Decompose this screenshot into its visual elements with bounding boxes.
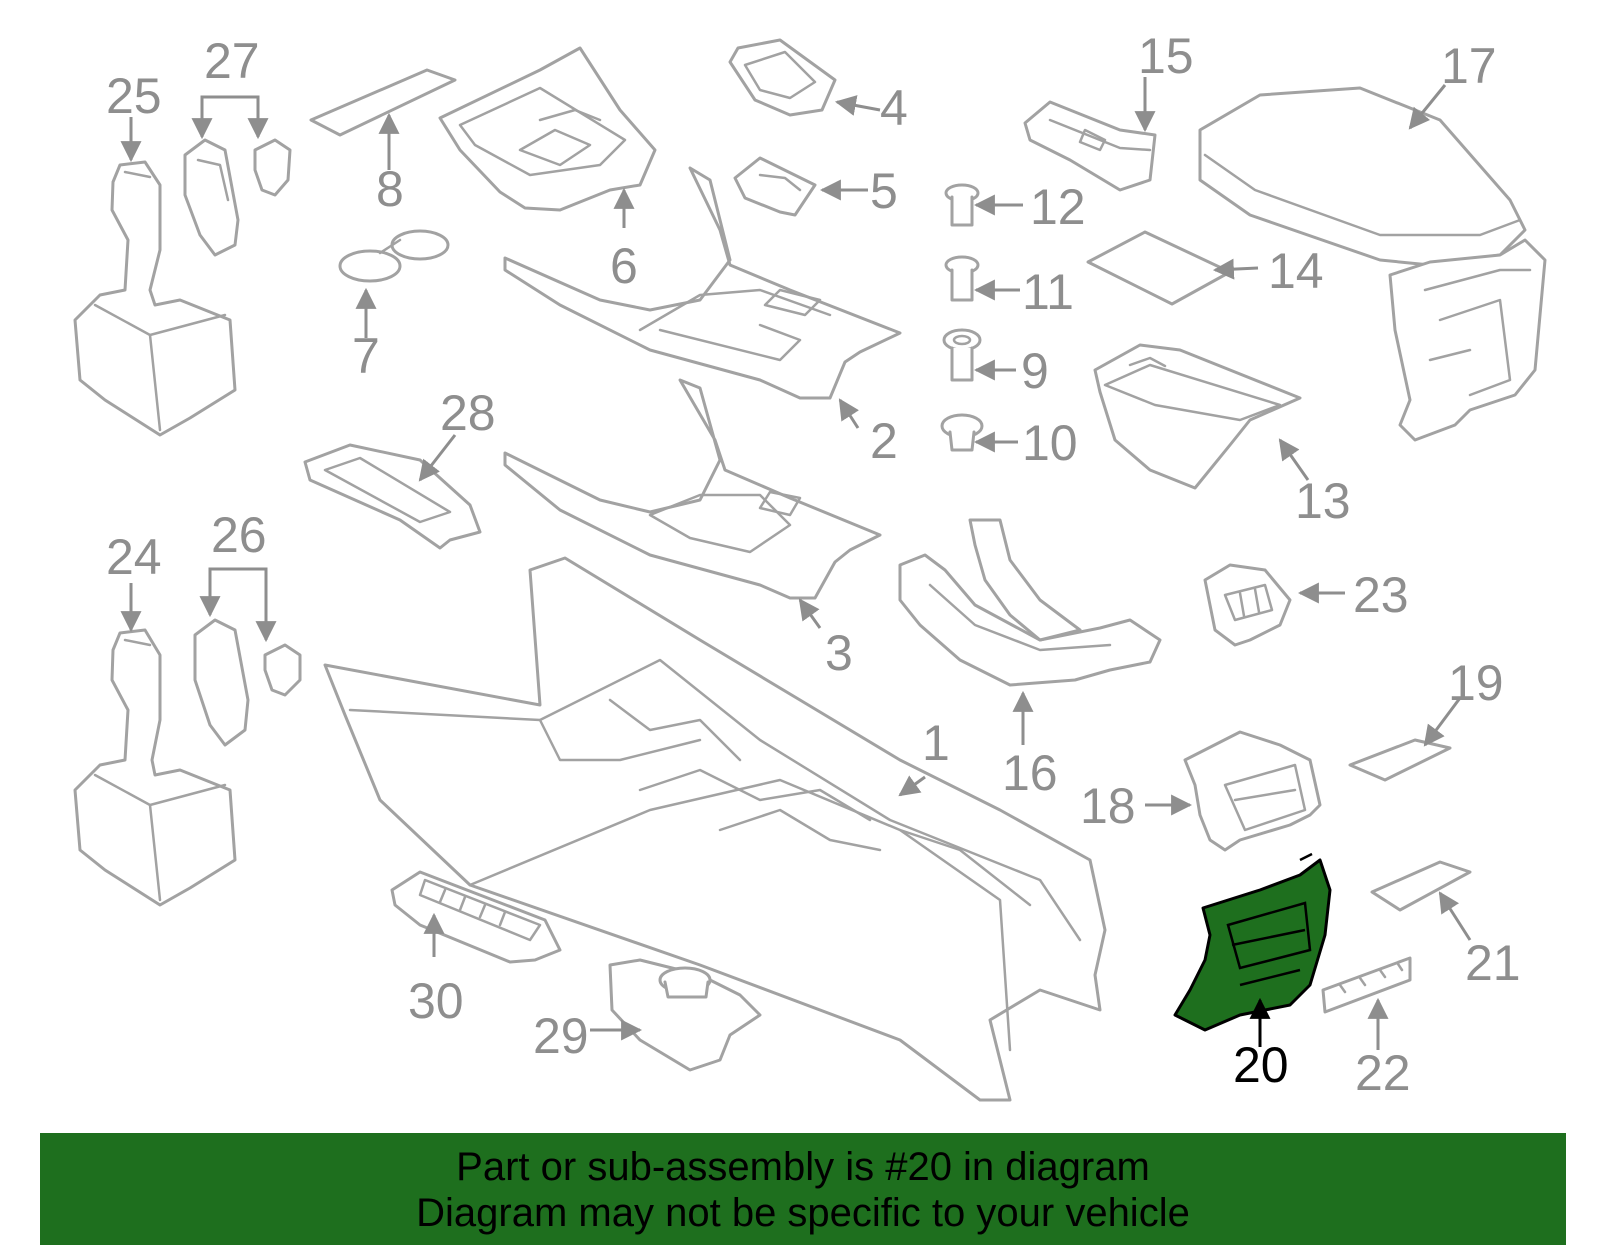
part-8-mat: [309, 68, 457, 137]
callout-20-highlighted: 20: [1233, 1037, 1289, 1093]
callout-10: 10: [1022, 415, 1078, 471]
callout-12: 12: [1030, 179, 1086, 235]
callout-5: 5: [870, 163, 898, 219]
part-25-shifter: [73, 160, 237, 437]
callout-7: 7: [352, 328, 380, 384]
callout-1: 1: [922, 715, 950, 771]
callout-30: 30: [408, 973, 464, 1029]
callout-8: 8: [376, 161, 404, 217]
callout-14: 14: [1268, 243, 1324, 299]
part-15-bracket: [1023, 100, 1157, 192]
callout-24: 24: [106, 529, 162, 585]
part-4-storage-tray: [728, 38, 837, 117]
callout-3: 3: [825, 625, 853, 681]
callout-15: 15: [1138, 28, 1194, 84]
callout-6: 6: [610, 238, 638, 294]
part-17-armrest: [1198, 86, 1547, 442]
part-24-shifter: [73, 628, 237, 907]
part-21-mat: [1370, 860, 1472, 912]
part-30-switch-block: [390, 870, 562, 964]
part-1-center-console: [323, 556, 1107, 1102]
callout-13: 13: [1295, 473, 1351, 529]
part-16-trim-frame: [898, 518, 1162, 687]
callout-22: 22: [1355, 1045, 1411, 1101]
callout-labels: 1 2 3 4 5 6 7 8 9 10 11 12 13 14 15 16 1…: [106, 28, 1521, 1101]
callout-2: 2: [870, 413, 898, 469]
part-11-plug: [944, 255, 980, 302]
part-23-air-vent: [1203, 563, 1292, 647]
callout-11: 11: [1022, 264, 1074, 320]
callout-18: 18: [1080, 778, 1136, 834]
part-10-plug: [940, 413, 984, 452]
part-5-cover: [733, 156, 817, 217]
part-9-plug: [942, 328, 982, 382]
callout-25: 25: [106, 68, 162, 124]
part-27-knob-covers: [183, 138, 292, 257]
banner-disclaimer-text: Diagram may not be specific to your vehi…: [416, 1191, 1190, 1235]
callout-4: 4: [880, 80, 908, 136]
leader-lines: [120, 77, 1472, 1050]
part-3-trim-bezel: [503, 378, 882, 600]
part-2-trim-bezel: [503, 166, 902, 400]
part-18-cupholder-frame: [1183, 730, 1322, 852]
callout-21: 21: [1465, 935, 1521, 991]
callout-27: 27: [204, 33, 260, 89]
callout-17: 17: [1441, 38, 1497, 94]
part-6-cupholder-housing: [438, 46, 657, 212]
info-banner: Part or sub-assembly is #20 in diagram D…: [40, 1133, 1566, 1245]
callout-28: 28: [440, 385, 496, 441]
part-7-cupholder-insert: [338, 229, 450, 283]
banner-part-text: Part or sub-assembly is #20 in diagram: [456, 1145, 1150, 1189]
part-20-bezel-highlighted[interactable]: [1173, 852, 1332, 1032]
callout-29: 29: [533, 1008, 589, 1064]
part-14-mat: [1086, 230, 1232, 306]
callout-23: 23: [1353, 567, 1409, 623]
part-28-trim-panel: [303, 443, 482, 550]
callout-26: 26: [211, 507, 267, 563]
part-26-knob-covers: [193, 618, 302, 747]
callout-19: 19: [1448, 655, 1504, 711]
callout-16: 16: [1002, 745, 1058, 801]
callout-9: 9: [1021, 343, 1049, 399]
part-12-plug: [944, 183, 980, 227]
part-19-mat: [1348, 738, 1452, 782]
part-22-switch-strip: [1321, 956, 1412, 1014]
part-13-storage-bin: [1093, 343, 1302, 490]
